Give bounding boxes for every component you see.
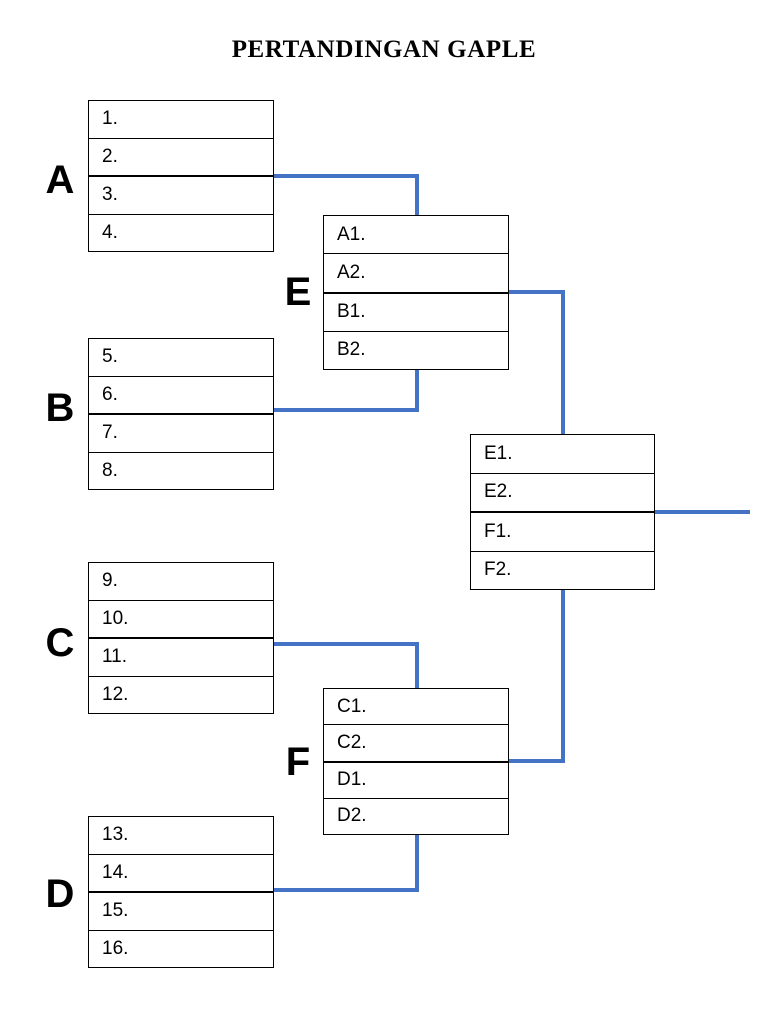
group-b-slot-1[interactable]: 5.: [89, 339, 273, 377]
group-a-slot-2[interactable]: 2.: [89, 138, 273, 177]
group-label-b: B: [45, 386, 75, 430]
group-label-f: F: [285, 740, 311, 784]
connector-a-to-e: [274, 174, 419, 215]
group-f-slot-3[interactable]: D1.: [324, 762, 508, 799]
group-label-a: A: [45, 158, 75, 202]
group-c-slot-1[interactable]: 9.: [89, 563, 273, 601]
group-box-f: C1. C2. D1. D2.: [323, 688, 509, 835]
group-b-slot-3[interactable]: 7.: [89, 415, 273, 453]
group-e-slot-2[interactable]: A2.: [324, 254, 508, 294]
connector-b-to-e: [274, 370, 419, 412]
connector-e-to-final: [509, 290, 565, 434]
group-box-a: 1. 2. 3. 4.: [88, 100, 274, 252]
group-d-slot-3[interactable]: 15.: [89, 893, 273, 931]
group-d-slot-1[interactable]: 13.: [89, 817, 273, 855]
group-b-slot-2[interactable]: 6.: [89, 376, 273, 415]
group-a-slot-1[interactable]: 1.: [89, 101, 273, 139]
group-f-slot-2[interactable]: C2.: [324, 725, 508, 763]
group-d-slot-4[interactable]: 16.: [89, 930, 273, 967]
group-box-d: 13. 14. 15. 16.: [88, 816, 274, 968]
group-box-c: 9. 10. 11. 12.: [88, 562, 274, 714]
group-box-e: A1. A2. B1. B2.: [323, 215, 509, 370]
group-d-slot-2[interactable]: 14.: [89, 854, 273, 893]
group-box-b: 5. 6. 7. 8.: [88, 338, 274, 490]
connector-c-to-f: [274, 642, 419, 688]
group-c-slot-3[interactable]: 11.: [89, 639, 273, 677]
final-slot-3[interactable]: F1.: [471, 513, 654, 552]
group-c-slot-2[interactable]: 10.: [89, 600, 273, 639]
group-f-slot-1[interactable]: C1.: [324, 689, 508, 726]
group-label-d: D: [45, 872, 75, 916]
connector-f-to-final: [509, 590, 565, 763]
group-b-slot-4[interactable]: 8.: [89, 452, 273, 489]
connector-d-to-f: [274, 835, 419, 892]
group-c-slot-4[interactable]: 12.: [89, 676, 273, 713]
group-label-c: C: [45, 621, 75, 665]
group-e-slot-4[interactable]: B2.: [324, 331, 508, 369]
group-a-slot-3[interactable]: 3.: [89, 177, 273, 215]
group-a-slot-4[interactable]: 4.: [89, 214, 273, 251]
final-slot-4[interactable]: F2.: [471, 551, 654, 589]
final-box: E1. E2. F1. F2.: [470, 434, 655, 590]
group-e-slot-1[interactable]: A1.: [324, 216, 508, 255]
final-slot-1[interactable]: E1.: [471, 435, 654, 474]
group-f-slot-4[interactable]: D2.: [324, 798, 508, 834]
final-slot-2[interactable]: E2.: [471, 473, 654, 513]
group-e-slot-3[interactable]: B1.: [324, 293, 508, 332]
page-title: PERTANDINGAN GAPLE: [231, 36, 537, 63]
group-label-e: E: [284, 270, 312, 314]
